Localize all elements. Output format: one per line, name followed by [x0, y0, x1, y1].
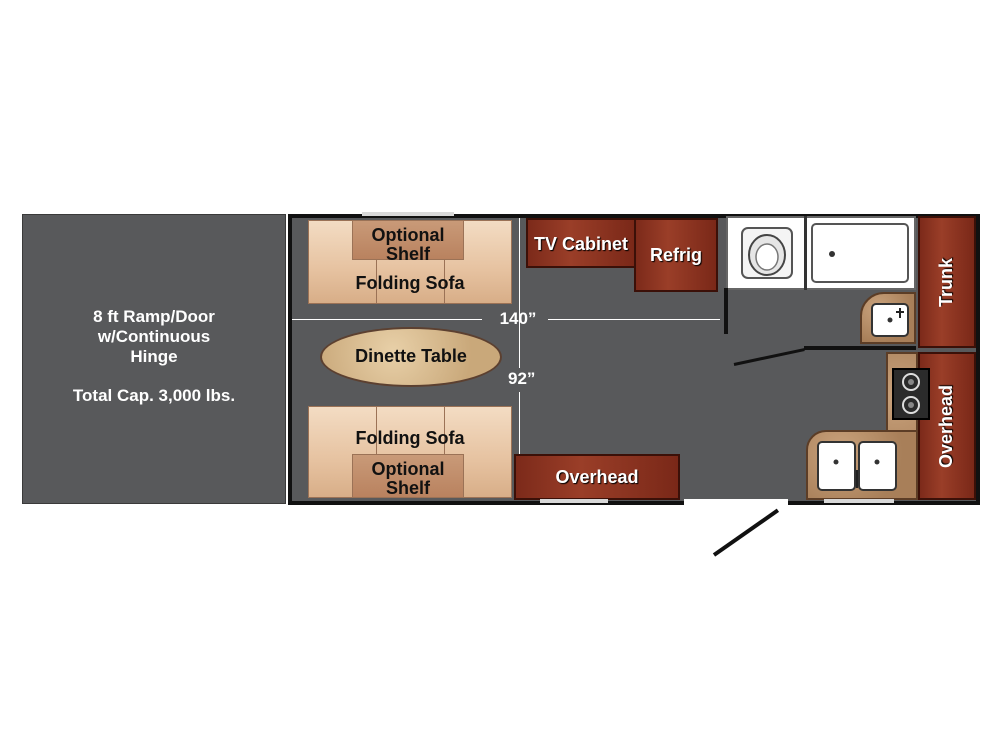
- overhead-right-label: Overhead: [936, 384, 957, 468]
- optional-shelf-bottom-label-2: Shelf: [385, 478, 430, 498]
- refrigerator: Refrig: [634, 218, 718, 292]
- refrig-label: Refrig: [649, 244, 702, 265]
- width-dimension-line-bottom: [519, 392, 520, 500]
- bathroom-sink-icon: [870, 302, 910, 338]
- ramp-label-line3: Hinge: [130, 347, 178, 366]
- ramp-label-line2: w/Continuous: [97, 327, 211, 346]
- sofa-divider: [376, 406, 377, 456]
- ramp-capacity: Total Cap. 3,000 lbs.: [72, 386, 236, 405]
- bath-wall-horizontal: [804, 346, 916, 350]
- window: [362, 212, 454, 216]
- bathroom-wall: [804, 216, 807, 290]
- optional-shelf-top: [352, 220, 464, 260]
- overhead-bottom-label: Overhead: [555, 466, 639, 487]
- window: [540, 499, 608, 503]
- dinette-table-label: Dinette Table: [355, 346, 467, 366]
- entry-door-opening: [684, 499, 788, 507]
- folding-sofa-top-label: Folding Sofa: [355, 273, 465, 293]
- width-dimension-line-top: [519, 218, 520, 368]
- sofa-divider: [376, 252, 377, 304]
- shower-icon: [810, 222, 910, 284]
- length-dimension: 140”: [499, 309, 537, 328]
- ramp-door: 8 ft Ramp/Door w/Continuous Hinge Total …: [22, 214, 286, 504]
- stove-icon: [892, 368, 930, 420]
- optional-shelf-top-label-1: Optional: [371, 225, 445, 245]
- dinette-table: [320, 327, 502, 387]
- bath-wall-vertical: [724, 288, 728, 334]
- optional-shelf-top-label-2: Shelf: [385, 244, 430, 264]
- sofa-divider: [444, 406, 445, 456]
- optional-shelf-bottom-label-1: Optional: [371, 459, 445, 479]
- sofa-divider: [444, 252, 445, 304]
- entry-door: [712, 508, 780, 557]
- length-dimension-line-right: [548, 319, 720, 320]
- width-dimension: 92”: [508, 369, 536, 388]
- tv-cabinet: TV Cabinet: [526, 218, 636, 268]
- ramp-label-line1: 8 ft Ramp/Door: [93, 307, 215, 326]
- tv-cabinet-label: TV Cabinet: [533, 234, 628, 254]
- trunk: Trunk: [918, 216, 976, 348]
- folding-sofa-bottom-label: Folding Sofa: [355, 428, 465, 448]
- length-dimension-line-left: [292, 319, 482, 320]
- trunk-label: Trunk: [936, 257, 957, 307]
- overhead-bottom: Overhead: [514, 454, 680, 500]
- window: [824, 499, 894, 503]
- kitchen-sink-icon: [816, 440, 898, 494]
- toilet-icon: [738, 224, 796, 282]
- optional-shelf-bottom: [352, 454, 464, 498]
